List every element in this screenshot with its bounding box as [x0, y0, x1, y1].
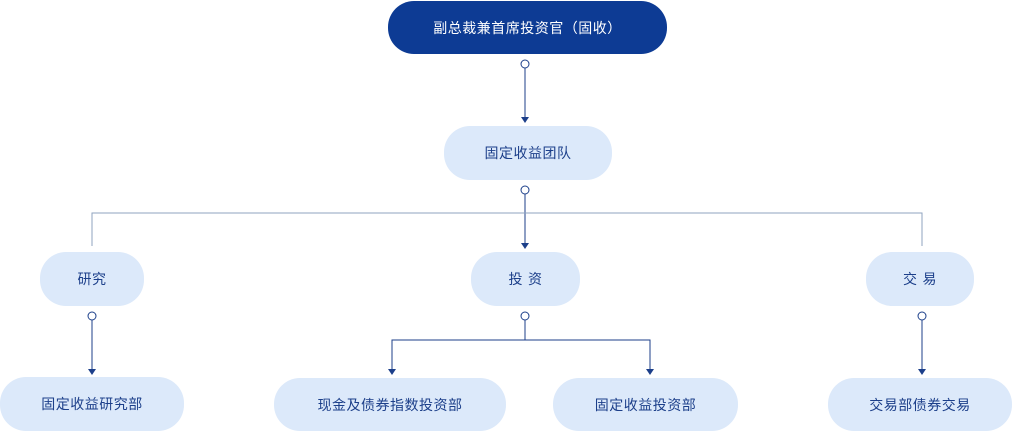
- node-fixed-income-team: 固定收益团队: [444, 126, 612, 180]
- node-investment: 投 资: [471, 252, 580, 306]
- arrow-to-trading-dept: [918, 369, 926, 375]
- connector-dot-investment: [520, 311, 530, 321]
- node-fixed-income-invest-dept: 固定收益投资部: [553, 378, 738, 431]
- connector-dot-trading: [917, 311, 927, 321]
- connector-dot-root: [520, 59, 530, 69]
- node-cash-bond-dept: 现金及债券指数投资部: [274, 378, 506, 431]
- node-trading-dept: 交易部债券交易: [828, 378, 1012, 431]
- connector-branch-bar: [91, 212, 923, 246]
- arrow-to-fixed-income-dept: [646, 369, 654, 375]
- arrow-to-team: [521, 117, 529, 123]
- arrow-to-cash-bond-dept: [388, 369, 396, 375]
- node-trading: 交 易: [866, 252, 974, 306]
- arrow-to-research-dept: [88, 369, 96, 375]
- connector-dot-research: [87, 311, 97, 321]
- arrow-to-investment: [521, 243, 529, 249]
- connector-investment-fork: [391, 339, 651, 371]
- connector-dot-team: [520, 185, 530, 195]
- node-research: 研究: [40, 252, 144, 306]
- node-research-dept: 固定收益研究部: [0, 377, 184, 431]
- node-cio: 副总裁兼首席投资官（固收）: [388, 1, 667, 54]
